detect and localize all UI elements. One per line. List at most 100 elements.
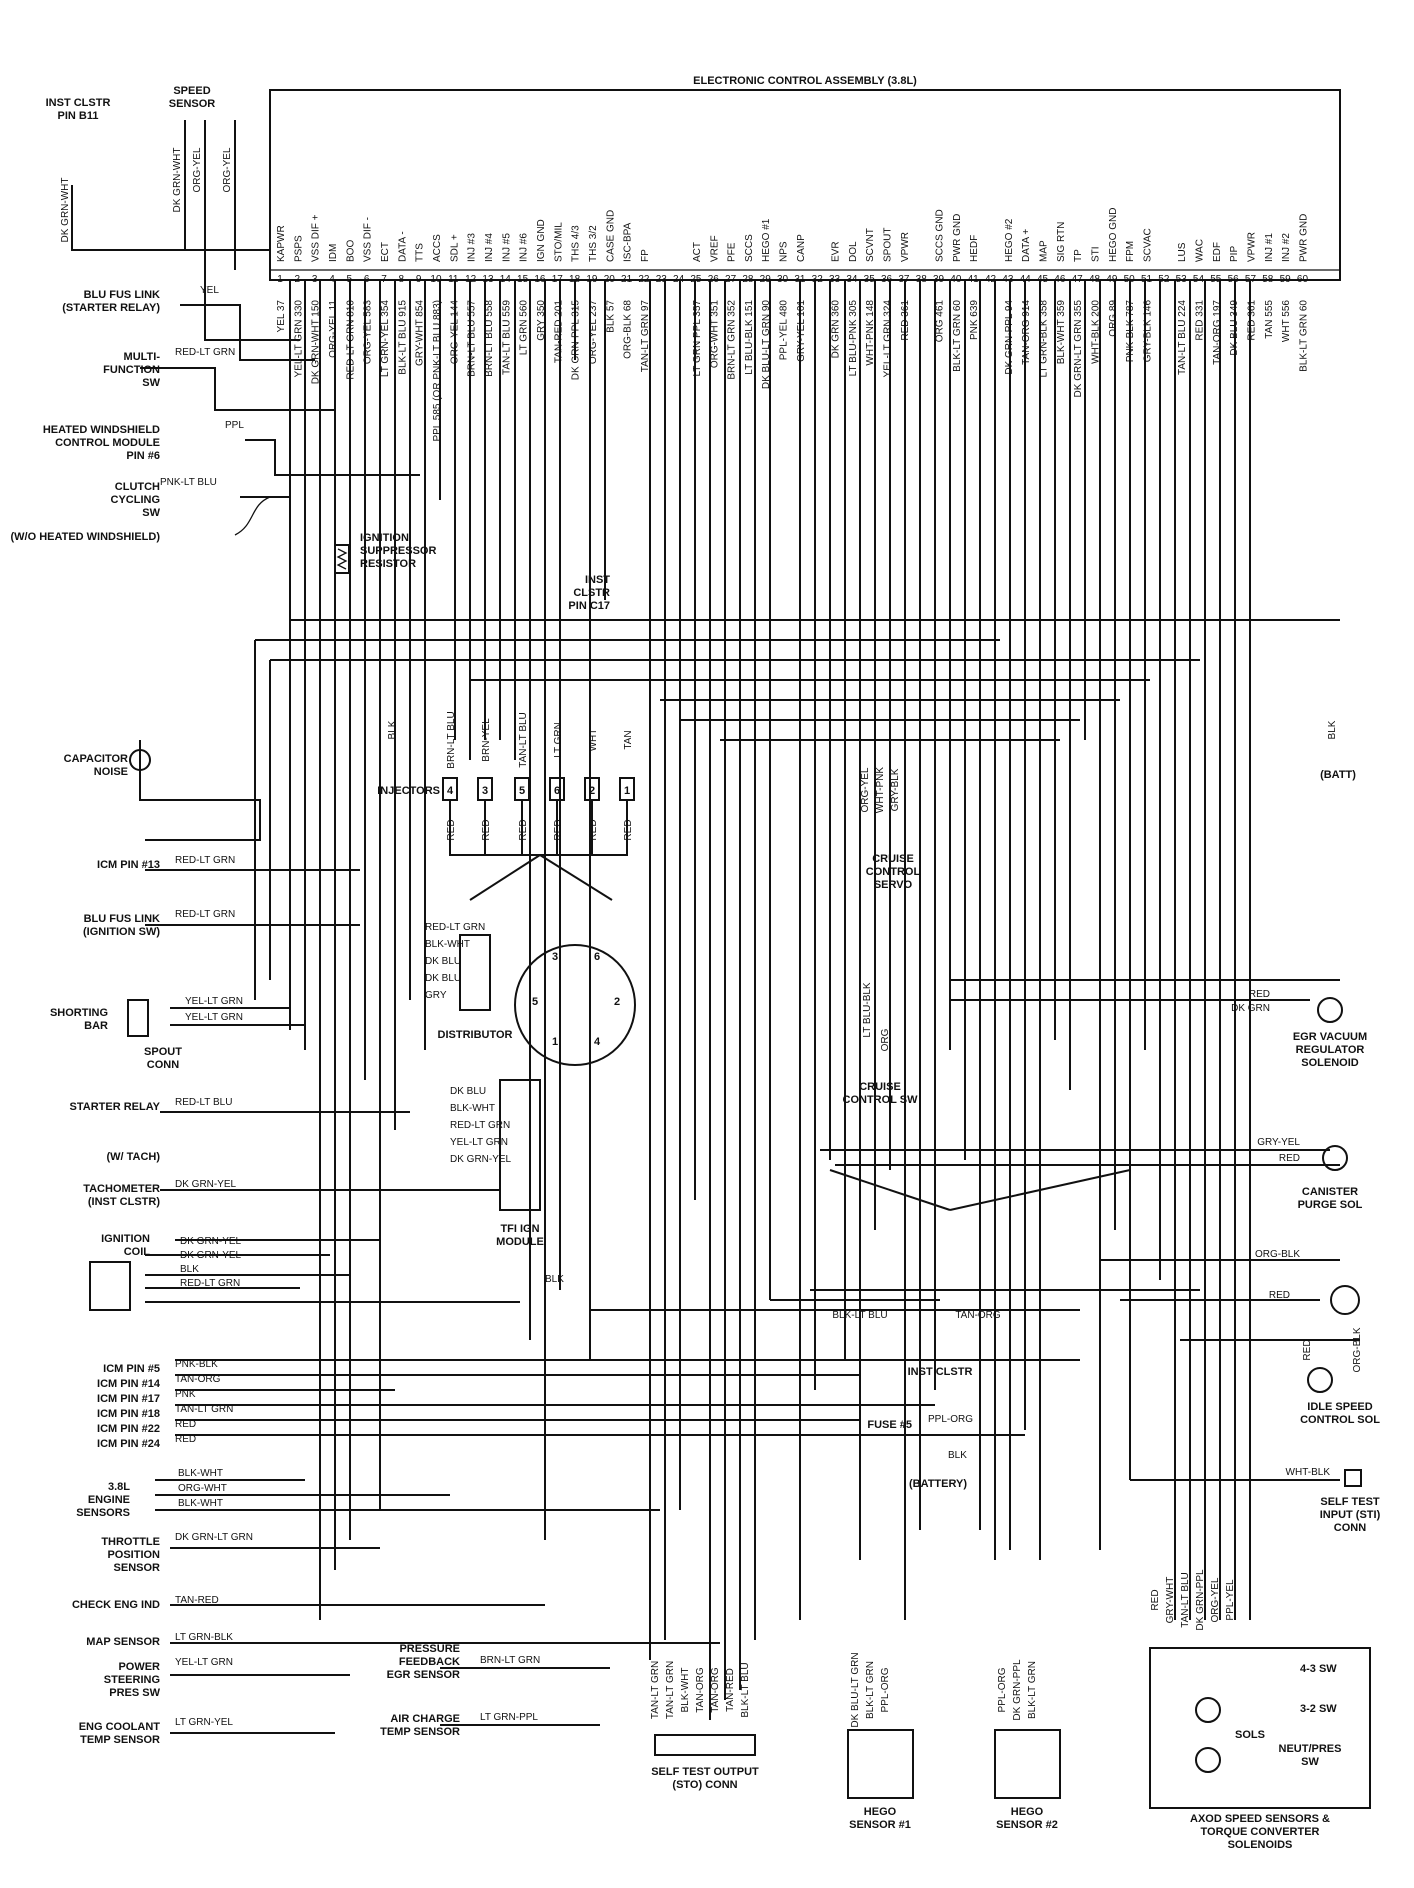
ecu-pin-number: 9	[416, 274, 422, 285]
axod-wire: PPL-YEL	[1225, 1579, 1236, 1621]
spout-wire: YEL-LT GRN	[185, 1012, 243, 1023]
left-component-label: MAP SENSOR	[86, 1636, 160, 1648]
ecu-pin-function: HEGO GND	[1108, 208, 1119, 262]
left-component-label: COIL	[124, 1246, 151, 1258]
cruise-sw-label: CONTROL SW	[843, 1094, 919, 1106]
ecu-pin-number: 44	[1020, 274, 1032, 285]
ecu-pin-number: 42	[985, 274, 997, 285]
ecu-pin-function: INJ #4	[484, 233, 495, 262]
ecu-pin-number: 10	[430, 274, 442, 285]
ecu-pin-number: 11	[448, 274, 459, 285]
ecu-wire-label: BLK-LT GRN 60	[952, 300, 963, 372]
egr-vac-label: EGR VACUUM	[1293, 1031, 1367, 1043]
axod-label: TORQUE CONVERTER	[1201, 1826, 1320, 1838]
left-component-label: (W/O HEATED WINDSHIELD)	[10, 531, 160, 543]
ecu-wire-label: DK BLU 349	[1229, 300, 1240, 356]
ecu-wire-label: WHT-BLK 200	[1091, 300, 1102, 364]
harness-verticals	[289, 280, 1251, 1720]
ecu-pin-number: 24	[673, 274, 685, 285]
ecu-wire-label: DK BLU-LT GRN 90	[761, 300, 772, 390]
ecu-pin-number: 36	[881, 274, 893, 285]
left-feeds	[139, 760, 1080, 1734]
left-component-label: ICM PIN #14	[97, 1378, 161, 1390]
ecu-wire-label: TAN-RED 201	[553, 300, 564, 364]
hego-2-body	[994, 1729, 1061, 1799]
ecu-wire-label: BRN-LT GRN 352	[727, 300, 738, 380]
ecu-wire-label: ORG 89	[1108, 300, 1119, 337]
sti-label: CONN	[1334, 1522, 1366, 1534]
injector-feed-wire: TAN	[623, 730, 634, 749]
ecu-wire-label: GRY 350	[536, 300, 547, 341]
left-wire-label: TAN-RED	[175, 1595, 219, 1606]
ecu-wire-label: BLK 57	[605, 300, 616, 333]
ecu-pin-number: 31	[794, 274, 806, 285]
injector-feed-wire: WHT	[588, 729, 599, 752]
left-wire-label: LT GRN-YEL	[175, 1717, 233, 1728]
left-component-label: (STARTER RELAY)	[62, 302, 160, 314]
tfi-wire: BLK-WHT	[450, 1103, 495, 1114]
ecu-wire-label: RED-LT GRN 810	[345, 300, 356, 380]
axod-wire: RED	[1150, 1589, 1161, 1610]
egr-vac-wire: RED	[1249, 989, 1270, 1000]
distributor-wire: GRY	[425, 990, 447, 1001]
sto-wire: TAN-LT GRN	[665, 1661, 676, 1719]
sto-wire: TAN-ORG	[710, 1667, 721, 1713]
left-wire-label: TAN-ORG	[175, 1374, 221, 1385]
ecu-pin-number: 19	[586, 274, 598, 285]
distributor-wire: DK BLU	[425, 973, 461, 984]
left-component-label: TACHOMETER	[83, 1183, 160, 1195]
left-component-label: ICM PIN #24	[97, 1438, 161, 1450]
axod-switch-label: SW	[1301, 1756, 1319, 1768]
distributor-terminal: 3	[552, 951, 558, 963]
cruise-sw-wire: LT BLU-BLK	[862, 982, 873, 1038]
left-component-label: FUNCTION	[103, 364, 160, 376]
act-sensor-label: AIR CHARGE	[390, 1713, 460, 1725]
ecu-pin-number: 4	[329, 274, 335, 285]
harness-horizontals	[254, 619, 1360, 1481]
egr-vac-label: SOLENOID	[1301, 1057, 1359, 1069]
ecu-pin-number: 46	[1054, 274, 1066, 285]
ecu-pin-function: HEGO #1	[761, 218, 772, 262]
wire-inst-clstr-b11	[71, 185, 185, 251]
batt-label: (BATT)	[1320, 769, 1356, 781]
left-wire-label: LT GRN-BLK	[175, 1632, 233, 1643]
axod-switch-label: 4-3 SW	[1300, 1663, 1337, 1675]
distributor-wire: BLK-WHT	[425, 939, 470, 950]
cruise-servo-wire: WHT-PNK	[875, 767, 886, 813]
left-component-label: POWER	[118, 1661, 160, 1673]
hego1-wire: PPL-ORG	[880, 1667, 891, 1712]
speed-sensor-sub: SENSOR	[169, 98, 216, 110]
coil-wire: DK GRN-YEL	[180, 1236, 242, 1247]
distributor-terminal: 6	[594, 951, 600, 963]
ecu-pin-function: IGN GND	[536, 219, 547, 262]
sti-conn	[1344, 1469, 1362, 1487]
ecu-pin-function: ACT	[692, 242, 703, 262]
ecu-pin-function: DATA -	[397, 231, 408, 262]
fuse-label: FUSE #5	[867, 1419, 912, 1431]
inst-clstr-blk-lt-blu: BLK-LT BLU	[832, 1310, 887, 1321]
ecu-wire-label: ORG-YEL 237	[588, 300, 599, 365]
left-component-label: SW	[142, 377, 160, 389]
hego-1-body	[847, 1729, 914, 1799]
ecu-pin-function: VPWR	[900, 232, 911, 262]
cruise-servo-label: SERVO	[874, 879, 913, 891]
ecu-pin-function: ECT	[380, 242, 391, 262]
left-component-label: (W/ TACH)	[106, 1151, 160, 1163]
left-component-label: BLU FUS LINK	[84, 913, 160, 925]
left-component-label: MULTI-	[124, 351, 161, 363]
axod-sols-label: SOLS	[1235, 1729, 1265, 1741]
left-component-label: SENSOR	[114, 1562, 161, 1574]
distributor-terminal: 4	[594, 1036, 601, 1048]
act-sensor-wire: LT GRN-PPL	[480, 1712, 538, 1723]
left-component-label: CHECK ENG IND	[72, 1599, 160, 1611]
axod-wire: DK GRN-PPL	[1195, 1569, 1206, 1631]
ecu-pin-function: VSS DIF -	[363, 217, 374, 262]
ecu-pin-function: FP	[640, 249, 651, 262]
ecu-wire-label: DK GRN 360	[831, 300, 842, 359]
canister-purge-sol	[1322, 1145, 1348, 1171]
left-wire-label: RED-LT BLU	[175, 1097, 232, 1108]
ecu-pin-number: 34	[846, 274, 858, 285]
ecu-wire-label: RED 331	[1194, 300, 1205, 341]
ecu-wire-label: WHT 556	[1281, 300, 1292, 342]
sto-wire: BLK-WHT	[680, 1668, 691, 1713]
